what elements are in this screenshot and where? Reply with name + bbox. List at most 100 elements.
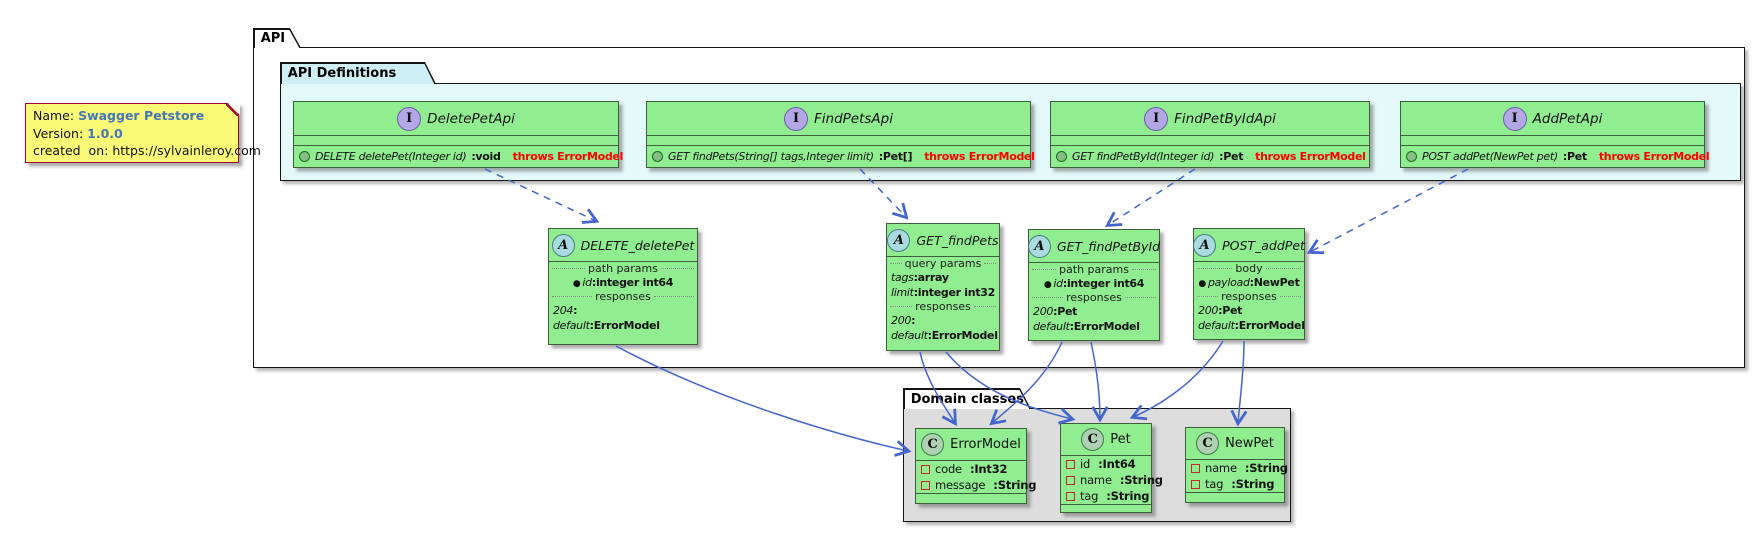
class-icon: C <box>1081 428 1105 451</box>
method-signature: DELETE deletePet(Integer id) <box>315 150 467 163</box>
field-row: code:Int32 <box>916 461 1026 477</box>
section-divider: path params <box>1029 263 1159 276</box>
class-icon: C <box>921 433 945 456</box>
method-return-type: :Pet <box>1219 150 1244 163</box>
required-bullet-icon: ● <box>1198 279 1206 289</box>
section-divider: query params <box>887 257 999 270</box>
api-package-title: API <box>260 31 286 47</box>
abstract-class-name: GET_findPets <box>916 232 999 248</box>
method-return-type: :Pet <box>1562 150 1587 163</box>
abstract-class-get-findpetbyid: A GET_findPetById path params ●id:intege… <box>1027 229 1161 341</box>
response-entry: default:ErrorModel <box>891 329 998 342</box>
field-row: tag:String <box>1186 476 1284 492</box>
interface-header: I FindPetsApi <box>647 102 1030 136</box>
response-entry: 204: <box>553 304 578 317</box>
note-line-name: Name: Swagger Petstore <box>33 108 205 123</box>
interface-name: FindPetsApi <box>814 110 893 127</box>
abstract-class-header: A GET_findPets <box>887 224 999 257</box>
section-divider: body <box>1194 262 1304 275</box>
private-field-icon <box>1066 459 1075 469</box>
interface-name: AddPetApi <box>1532 110 1603 127</box>
class-header: C Pet <box>1061 424 1151 456</box>
response-entry: default:ErrorModel <box>1033 320 1140 333</box>
abstract-class-icon: A <box>887 228 911 252</box>
class-newpet: C NewPet name:String tag:String <box>1185 427 1288 503</box>
abstract-class-icon: A <box>1193 233 1217 257</box>
methods-compartment <box>916 493 1026 504</box>
interface-name: FindPetByIdApi <box>1174 110 1276 127</box>
class-name: NewPet <box>1225 436 1274 451</box>
method-row: POST addPet(NewPet pet) :Pet throws Error… <box>1401 146 1710 167</box>
abstract-class-post-addpet: A POST_addPet body ●payload:NewPet respo… <box>1193 228 1305 340</box>
interface-icon: I <box>397 106 422 131</box>
param-entry: ●id:integer int64 <box>1043 277 1145 290</box>
method-row: GET findPets(String[] tags,Integer limit… <box>647 146 1035 167</box>
class-errormodel: C ErrorModel code:Int32 message:String <box>915 428 1037 504</box>
class-pet: C Pet id:Int64 name:String tag:String <box>1060 423 1163 515</box>
method-signature: POST addPet(NewPet pet) <box>1422 150 1558 163</box>
interface-icon: I <box>784 106 808 131</box>
required-bullet-icon: ● <box>1043 280 1052 290</box>
class-header: C ErrorModel <box>916 429 1026 461</box>
field-row: name:String <box>1186 460 1288 476</box>
interface-name: DeletePetApi <box>427 110 515 127</box>
field-row: name:String <box>1061 472 1163 488</box>
param-entry: ●payload:NewPet <box>1198 276 1300 289</box>
abstract-class-name: GET_findPetById <box>1056 238 1161 254</box>
fields-compartment <box>647 136 1030 146</box>
response-entry: 200:Pet <box>1033 305 1078 318</box>
abstract-class-icon: A <box>1027 234 1051 258</box>
interface-header: I AddPetApi <box>1401 102 1704 136</box>
interface-deletepetapi: I DeletePetApi DELETE deletePet(Integer … <box>293 101 623 168</box>
diagram-note: Name: Swagger Petstore Version: 1.0.0 cr… <box>25 102 261 163</box>
method-return-type: :void <box>471 150 501 163</box>
interface-findpetbyidapi: I FindPetByIdApi GET findPetById(Integer… <box>1050 101 1370 168</box>
api-package-tab: API <box>253 28 301 48</box>
private-field-icon <box>1191 479 1200 489</box>
section-divider: responses <box>549 290 697 303</box>
public-method-icon <box>1406 151 1417 162</box>
section-divider: path params <box>549 262 697 275</box>
abstract-class-delete-deletepet: A DELETE_deletePet path params ●id:integ… <box>548 228 698 345</box>
method-throws: throws ErrorModel <box>924 150 1035 163</box>
fields-compartment <box>294 136 618 146</box>
method-throws: throws ErrorModel <box>1598 150 1710 163</box>
api-definitions-frame-title: API Definitions <box>287 66 397 82</box>
abstract-class-icon: A <box>551 233 575 257</box>
interface-findpetsapi: I FindPetsApi GET findPets(String[] tags… <box>646 101 1035 168</box>
class-name: ErrorModel <box>950 437 1021 452</box>
method-signature: GET findPets(String[] tags,Integer limit… <box>668 150 874 163</box>
response-entry: 200: <box>891 314 916 327</box>
param-entry: tags:array <box>891 271 949 284</box>
methods-compartment <box>1186 492 1284 503</box>
class-header: C NewPet <box>1186 428 1284 460</box>
domain-package-title: Domain classes <box>910 391 1024 407</box>
public-method-icon <box>299 151 310 162</box>
class-icon: C <box>1196 432 1220 455</box>
interface-addpetapi: I AddPetApi POST addPet(NewPet pet) :Pet … <box>1400 101 1710 168</box>
methods-compartment <box>1061 504 1151 515</box>
abstract-class-header: A GET_findPetById <box>1027 230 1161 263</box>
domain-package-tab: Domain classes <box>903 388 1031 409</box>
method-row: DELETE deletePet(Integer id):void throws… <box>294 146 623 167</box>
method-row: GET findPetById(Integer id) :Pet throws E… <box>1051 146 1369 167</box>
field-row: tag:String <box>1061 488 1151 504</box>
param-entry: limit:integer int32 <box>891 286 995 299</box>
section-divider: responses <box>1029 291 1159 304</box>
abstract-class-name: DELETE_deletePet <box>580 237 695 253</box>
method-throws: throws ErrorModel <box>1255 150 1366 163</box>
response-entry: default:ErrorModel <box>1198 319 1305 332</box>
abstract-class-get-findpets: A GET_findPets query params tags:array l… <box>886 223 1000 351</box>
private-field-icon <box>1066 491 1075 501</box>
abstract-class-header: A POST_addPet <box>1193 229 1305 262</box>
note-fold-line <box>226 103 239 116</box>
method-signature: GET findPetById(Integer id) <box>1072 150 1215 163</box>
section-divider: responses <box>887 300 999 313</box>
private-field-icon <box>1066 475 1075 485</box>
section-divider: responses <box>1194 290 1304 303</box>
public-method-icon <box>1056 151 1067 162</box>
param-entry: ●id:integer int64 <box>572 276 674 289</box>
private-field-icon <box>921 480 930 490</box>
api-definitions-frame-tab: API Definitions <box>280 62 436 84</box>
